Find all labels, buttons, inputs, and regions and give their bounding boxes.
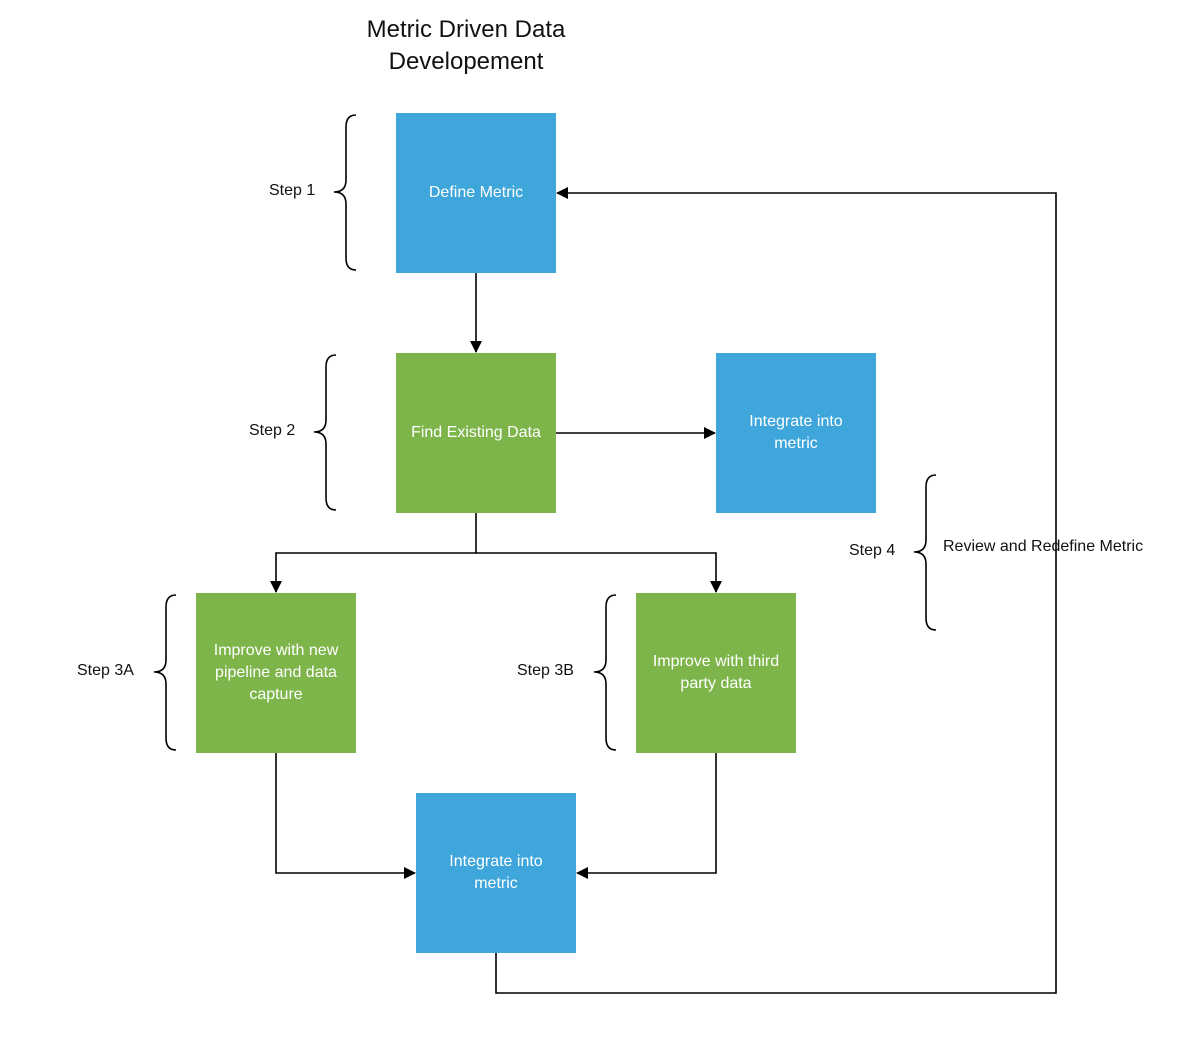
find-existing-data-node[interactable]: Find Existing Data	[396, 353, 556, 513]
step3b-brace	[593, 594, 617, 751]
arrow-improve-pipeline-to-integrate-bottom	[275, 753, 416, 879]
improve-third-party-label: Improve with third party data	[652, 653, 780, 692]
step2-brace	[313, 354, 337, 511]
step1-label: Step 1	[269, 182, 316, 199]
define-metric-label: Define Metric	[428, 184, 524, 201]
step4-label: Step 4	[849, 542, 896, 559]
step1-brace	[333, 114, 357, 271]
step3b-label: Step 3B	[517, 662, 574, 679]
improve-pipeline-node[interactable]: Improve with new pipeline and data captu…	[196, 593, 356, 753]
integrate-into-metric-bottom-node[interactable]: Integrate into metric	[416, 793, 576, 953]
step4-brace	[913, 474, 937, 631]
define-metric-node[interactable]: Define Metric	[396, 113, 556, 273]
diagram-title-line1: Metric Driven Data	[366, 16, 566, 43]
improve-pipeline-label: Improve with new pipeline and data captu…	[213, 642, 339, 703]
arrow-find-to-improve-pipeline	[270, 513, 477, 593]
arrow-improve-third-party-to-integrate-bottom	[576, 753, 717, 879]
step4-note: Review and Redefine Metric	[943, 538, 1144, 555]
integrate-into-metric-top-node[interactable]: Integrate into metric	[716, 353, 876, 513]
step3a-label: Step 3A	[77, 662, 134, 679]
find-existing-data-label: Find Existing Data	[411, 424, 541, 441]
improve-third-party-node[interactable]: Improve with third party data	[636, 593, 796, 753]
diagram-title-line2: Developement	[388, 48, 544, 75]
integrate-into-metric-top-label: Integrate into metric	[749, 413, 843, 452]
integrate-into-metric-bottom-label: Integrate into metric	[449, 853, 543, 892]
step3a-brace	[153, 594, 177, 751]
arrow-feedback-loop	[495, 187, 1057, 994]
arrow-find-to-improve-third-party	[476, 552, 722, 593]
step2-label: Step 2	[249, 422, 296, 439]
